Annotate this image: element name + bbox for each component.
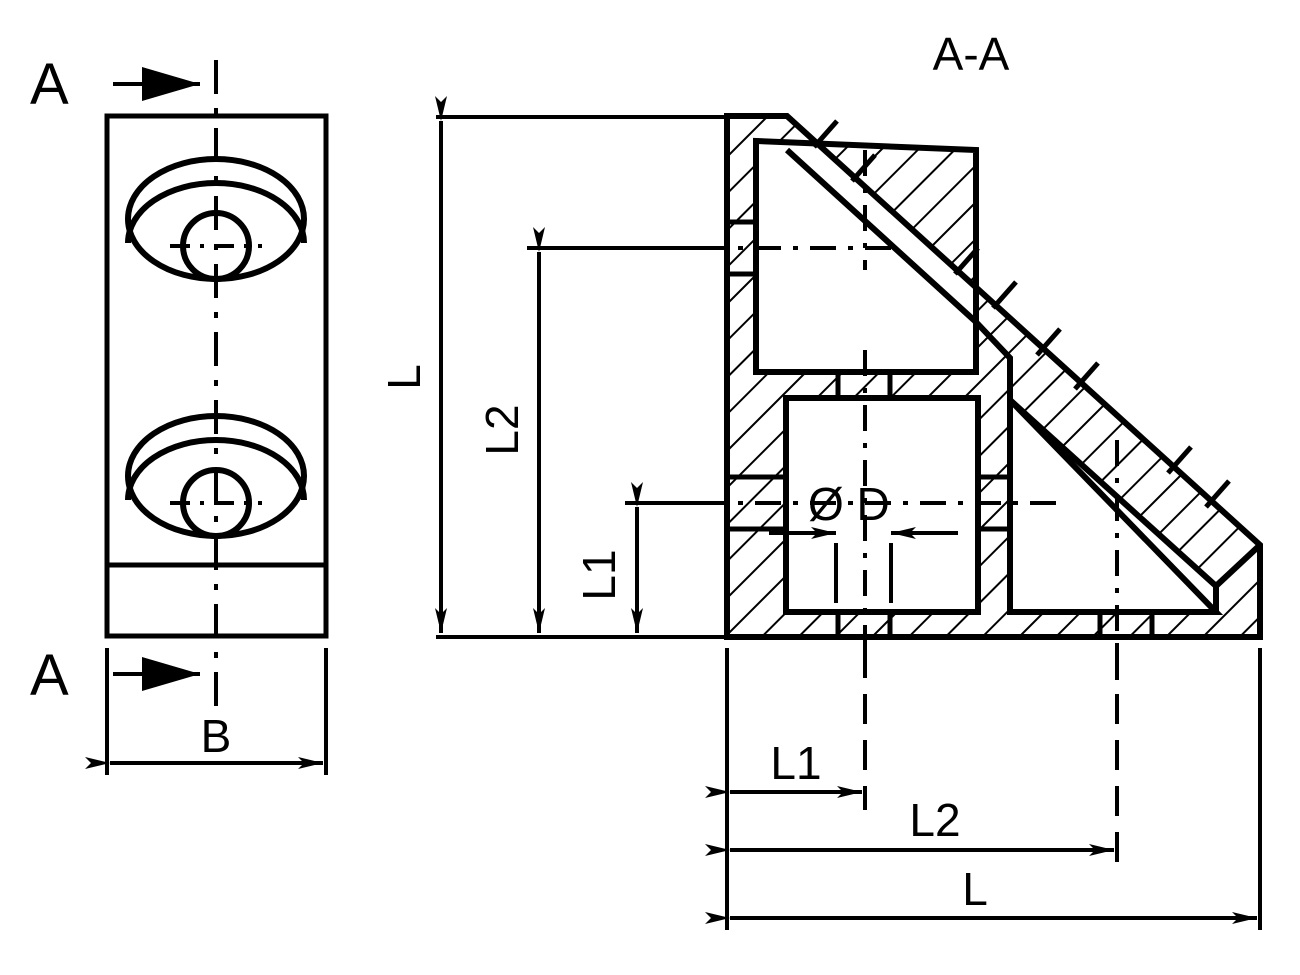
right-tip-chamfer: [1213, 542, 1263, 589]
dim-L1-vert-label: L1: [573, 549, 625, 600]
section-outlines: [724, 113, 1263, 640]
section-marker-bottom: A: [30, 643, 200, 708]
section-marker-top: A: [30, 52, 200, 117]
dim-d-label: Ø D: [808, 478, 890, 530]
section-centerlines: [700, 150, 1119, 680]
section-outer-profile: [724, 113, 1263, 640]
horizontal-dimensions: L1 L2 L: [705, 648, 1262, 930]
section-label-a-top: A: [30, 52, 69, 117]
lower-counterbored-hole: [125, 413, 307, 539]
section-cut-material: [727, 116, 1260, 637]
upper-counterbored-hole: [125, 156, 307, 282]
section-view-title: A-A: [933, 28, 1010, 80]
dim-L-vert-label: L: [378, 364, 430, 390]
dimension-diameter-d: Ø D: [769, 478, 958, 603]
dim-b-label: B: [201, 710, 232, 762]
vertical-dimensions: L L2 L1: [378, 96, 727, 639]
dim-L2-horiz-label: L2: [909, 794, 960, 846]
diagonal-rib: [973, 319, 1013, 400]
dim-L2-vert-label: L2: [476, 404, 528, 455]
section-hatch-fill: [727, 116, 1260, 637]
dim-L1-horiz-label: L1: [770, 737, 821, 789]
front-view: A A B: [30, 52, 329, 775]
dim-L-horiz-label: L: [962, 863, 988, 915]
section-view: A-A: [378, 28, 1263, 930]
dimension-b: B: [85, 648, 328, 775]
lower-right-pocket-void: [1007, 392, 1224, 615]
section-label-a-bottom: A: [30, 643, 69, 708]
